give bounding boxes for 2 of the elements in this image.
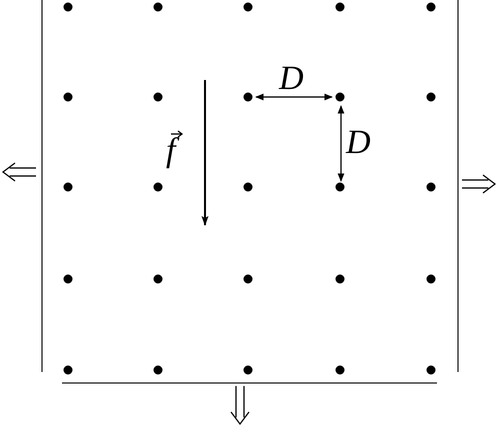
dimension-label: D (346, 126, 371, 160)
dimension-label: D (279, 62, 304, 96)
